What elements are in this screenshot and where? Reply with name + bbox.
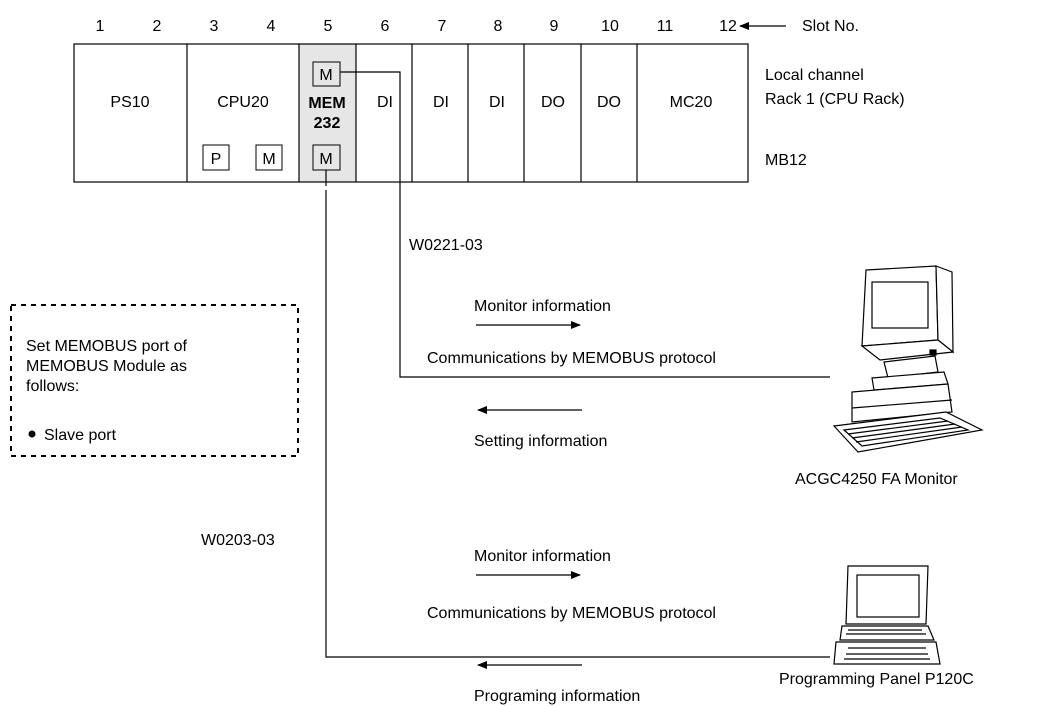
lower-programming-info: Programing information <box>474 688 640 705</box>
upper-protocol-label: Communications by MEMOBUS protocol <box>427 350 716 367</box>
note-line: Set MEMOBUS port of <box>26 338 187 355</box>
cable-w0221-03-label: W0221-03 <box>409 237 483 254</box>
bullet-icon <box>28 430 36 438</box>
module-do: DO <box>597 94 621 111</box>
slot-number: 6 <box>381 18 390 35</box>
cpu-port-m-label: M <box>262 151 275 168</box>
cable-w0203-03 <box>325 190 830 658</box>
module-di: DI <box>377 94 393 111</box>
slot-number: 2 <box>153 18 162 35</box>
rack-name-label: Rack 1 (CPU Rack) <box>765 91 905 108</box>
slot-number: 9 <box>550 18 559 35</box>
cable-w0203-03-label: W0203-03 <box>201 532 275 549</box>
note-line: follows: <box>26 378 79 395</box>
slot-number: 1 <box>96 18 105 35</box>
laptop-computer-icon <box>833 565 941 665</box>
rack-outline <box>73 43 749 183</box>
note-line: MEMOBUS Module as <box>26 358 187 375</box>
cable-w0221-03 <box>340 71 830 378</box>
module-do: DO <box>541 94 565 111</box>
local-channel-label: Local channel <box>765 67 864 84</box>
desktop-computer-icon <box>832 265 984 453</box>
slot-number: 4 <box>267 18 276 35</box>
module-mc20: MC20 <box>670 94 713 111</box>
note-bullet-text: Slave port <box>44 427 117 444</box>
slot-number: 5 <box>324 18 333 35</box>
module-232: 232 <box>314 115 341 132</box>
cpu-rack: PS10 CPU20 P M M MEM 232 M DI DI DI DO D… <box>73 43 749 183</box>
slot-number: 10 <box>601 18 619 35</box>
slot-number: 11 <box>657 18 674 35</box>
cpu-port-m <box>255 144 283 171</box>
slot-number: 7 <box>438 18 447 35</box>
slot-number: 8 <box>494 18 503 35</box>
mem-port-lower <box>312 144 341 171</box>
slot-number-row: 1 2 3 4 5 6 7 8 9 10 11 12 Slot No. <box>96 18 859 35</box>
mem-port-upper-label: M <box>319 67 332 84</box>
slot-number: 3 <box>210 18 219 35</box>
module-ps10: PS10 <box>110 94 149 111</box>
slot-number: 12 <box>719 18 737 35</box>
upper-setting-info: Setting information <box>474 433 607 450</box>
cpu-port-p <box>202 144 230 171</box>
slot-label: Slot No. <box>802 18 859 35</box>
module-mem: MEM <box>308 95 345 112</box>
module-cpu20: CPU20 <box>217 94 269 111</box>
cpu-port-p-label: P <box>211 151 222 168</box>
fa-monitor-label: ACGC4250 FA Monitor <box>795 471 958 488</box>
mem-port-upper <box>312 61 341 87</box>
module-di: DI <box>489 94 505 111</box>
lower-protocol-label: Communications by MEMOBUS protocol <box>427 605 716 622</box>
note-border <box>10 304 299 457</box>
memobus-note-box: Set MEMOBUS port of MEMOBUS Module as fo… <box>10 304 299 457</box>
backplane-label: MB12 <box>765 152 807 169</box>
module-di: DI <box>433 94 449 111</box>
upper-monitor-info: Monitor information <box>474 298 611 315</box>
lower-monitor-info: Monitor information <box>474 548 611 565</box>
programming-panel-label: Programming Panel P120C <box>779 671 974 688</box>
mem-port-lower-label: M <box>319 151 332 168</box>
